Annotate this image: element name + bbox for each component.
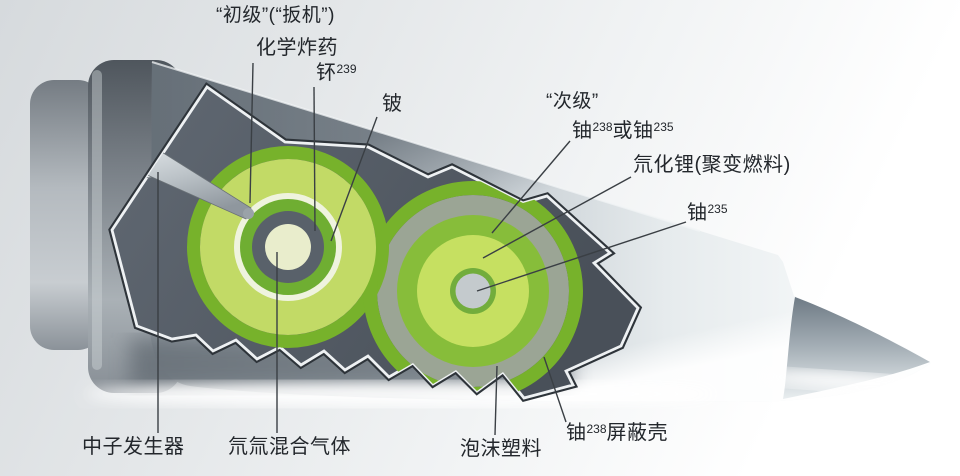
leader-line-chemical-explosive [249, 62, 254, 204]
label-neutron-generator: 中子发生器 [82, 436, 185, 458]
leader-line-tamper [491, 140, 571, 234]
label-foam-plastic: 泡沫塑料 [460, 438, 542, 460]
aft-end-cap [30, 80, 102, 350]
leader-line-foam [494, 365, 498, 436]
label-plutonium-239: 钚239 [316, 62, 357, 84]
rod-tip [243, 208, 254, 219]
label-beryllium: 铍 [382, 93, 403, 115]
leader-line-sparkplug [476, 221, 687, 292]
casing-top-edge-highlight [151, 61, 701, 232]
label-primary-heading: “初级”(“扳机”) [216, 5, 335, 26]
belly-specular-streak [85, 382, 715, 406]
label-fusion-fuel: 氘化锂(聚变燃料) [633, 154, 791, 176]
label-uranium-235-sparkplug: 铀235 [687, 202, 728, 224]
nose-specular-streak [758, 370, 942, 394]
label-uranium-238-shield: 铀238屏蔽壳 [566, 422, 669, 444]
label-chemical-explosive: 化学炸药 [256, 37, 338, 59]
leader-line-plutonium [313, 86, 316, 232]
secondary-sparkplug-core [455, 273, 491, 309]
leader-line-fusion-fuel [482, 176, 632, 259]
label-dt-gas: 氘氚混合气体 [228, 436, 351, 458]
label-uranium-tamper: 铀238或铀235 [572, 120, 674, 142]
leader-line-shield [543, 356, 567, 423]
leader-lines [157, 62, 687, 436]
label-secondary-heading: “次级” [546, 91, 599, 112]
leader-line-beryllium [330, 116, 378, 242]
aft-flange-highlight [92, 70, 102, 370]
primary-dt-gas-core [265, 224, 311, 270]
